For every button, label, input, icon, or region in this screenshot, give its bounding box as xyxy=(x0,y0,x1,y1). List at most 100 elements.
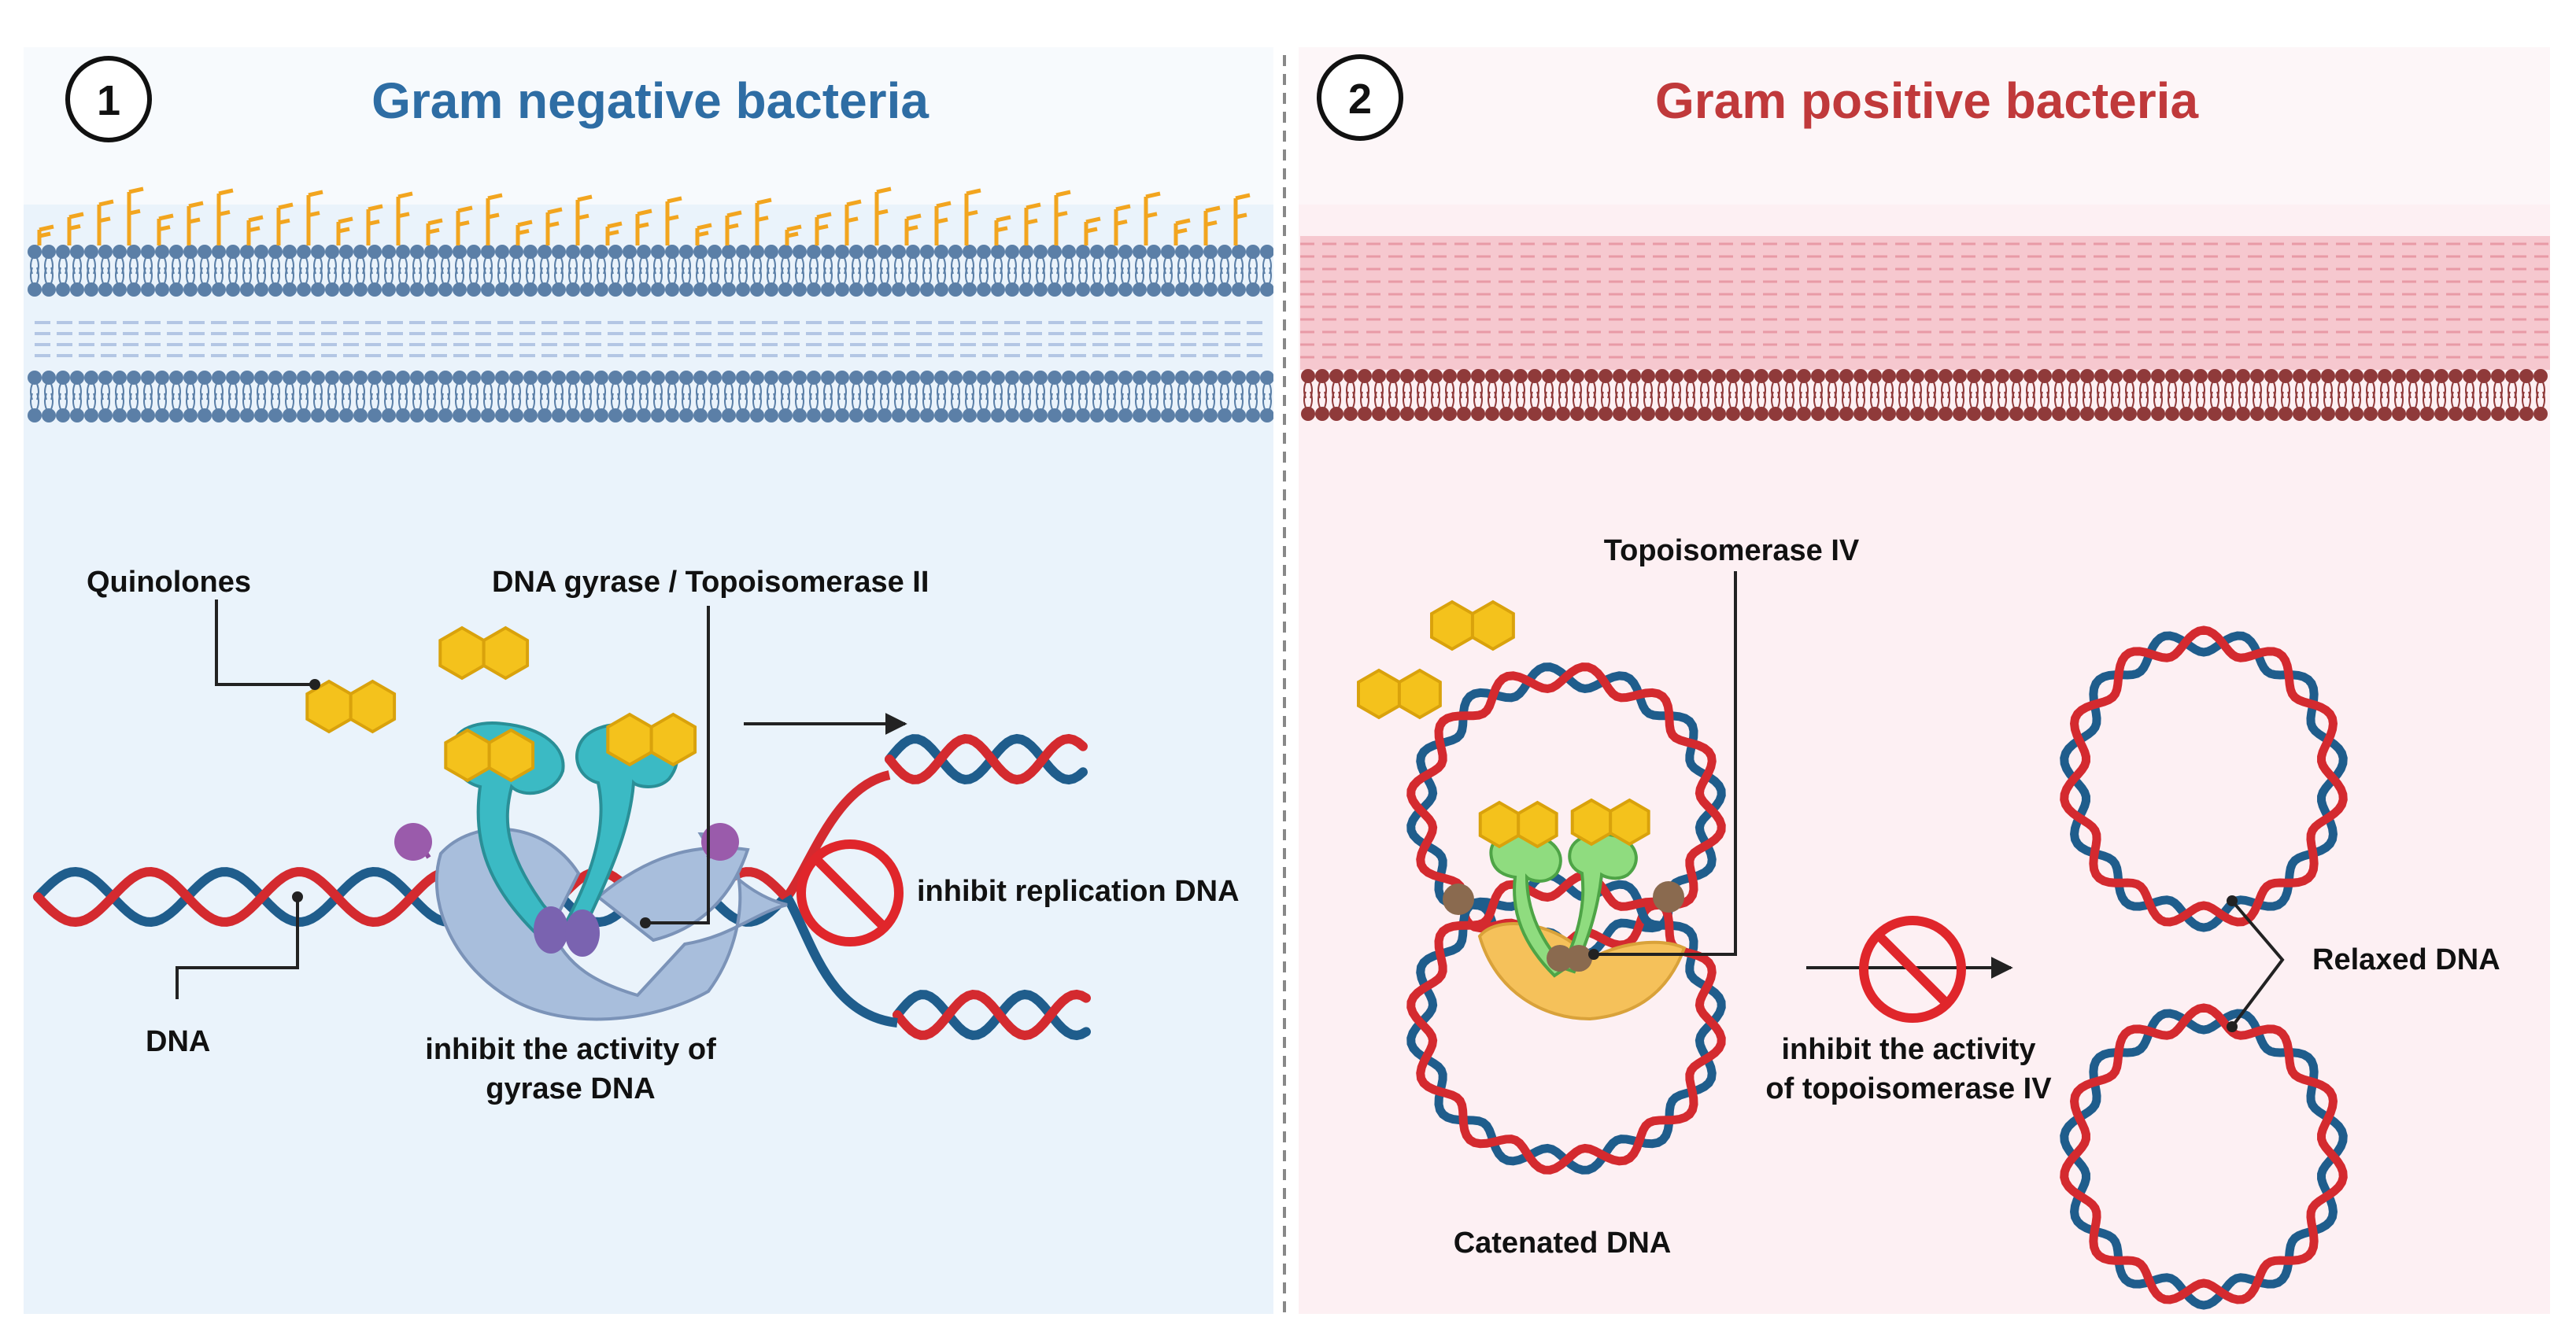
outer-membrane-lipid-tail xyxy=(398,267,408,284)
cytoplasmic-membrane-lipid-tail xyxy=(1700,391,1709,408)
cytoplasmic-membrane-lipid-tail xyxy=(1927,382,1936,399)
cytoplasmic-membrane-lipid-head xyxy=(2463,369,2477,383)
cytoplasmic-membrane-lipid-head xyxy=(2222,407,2236,421)
inner-membrane-lipid-tail xyxy=(483,383,493,400)
outer-membrane-lipid-head xyxy=(396,282,410,297)
cytoplasmic-membrane-lipid-tail xyxy=(1955,391,1964,408)
cytoplasmic-membrane-lipid-head xyxy=(1598,407,1613,421)
outer-membrane-lipid-tail xyxy=(795,267,804,284)
outer-membrane-lipid-head xyxy=(1090,282,1104,297)
inner-membrane-lipid-tail xyxy=(1192,383,1201,400)
outer-membrane-lipid-head xyxy=(906,282,920,297)
outer-membrane-lipid-tail xyxy=(568,267,578,284)
cytoplasmic-membrane-lipid-tail xyxy=(2465,391,2474,408)
dna-gyrase-enzyme xyxy=(394,721,788,1021)
inner-membrane-lipid-tail xyxy=(852,393,861,410)
cytoplasmic-membrane-lipid-head xyxy=(2094,369,2108,383)
outer-membrane-lipid-head xyxy=(297,245,311,259)
catenated-ring-bottom-red-strand xyxy=(1406,871,1726,1175)
inner-membrane-lipid-head xyxy=(920,408,934,422)
cytoplasmic-membrane-lipid-head xyxy=(2066,369,2080,383)
cytoplasmic-membrane-lipid-head xyxy=(1768,407,1783,421)
cytoplasmic-membrane-lipid-head xyxy=(1598,369,1613,383)
inner-membrane-lipid-tail xyxy=(568,393,578,410)
inner-membrane-lipid-tail xyxy=(1262,383,1272,400)
outer-membrane-lipid-head xyxy=(892,282,906,297)
inner-membrane-lipid-head xyxy=(42,371,56,385)
cytoplasmic-membrane-lipid-tail xyxy=(1842,382,1851,399)
inner-membrane-lipid-tail xyxy=(597,383,606,400)
inner-membrane-lipid-head xyxy=(892,371,906,385)
outer-membrane-lipid-tail xyxy=(72,267,82,284)
cytoplasmic-membrane-lipid-head xyxy=(2349,407,2363,421)
cytoplasmic-membrane-lipid-head xyxy=(2406,407,2420,421)
inner-membrane-lipid-head xyxy=(750,371,764,385)
outer-membrane-lipid-tail xyxy=(186,257,195,275)
inner-membrane-lipid-tail xyxy=(922,393,932,410)
cytoplasmic-membrane-lipid-head xyxy=(1712,407,1726,421)
inner-membrane-lipid-tail xyxy=(1206,393,1215,410)
cytoplasmic-membrane-lipid-head xyxy=(2519,407,2533,421)
cytoplasmic-membrane-lipid-head xyxy=(2236,407,2250,421)
cytoplasmic-membrane-lipid-tail xyxy=(2380,382,2389,399)
cytoplasmic-membrane-lipid-head xyxy=(2052,407,2066,421)
outer-membrane-lipid-tail xyxy=(568,257,578,275)
cytoplasmic-membrane-lipid-tail xyxy=(2083,391,2092,408)
outer-membrane-lipid-tail xyxy=(1121,267,1130,284)
cytoplasmic-membrane-lipid-head xyxy=(1754,407,1768,421)
outer-membrane-lipid-head xyxy=(1104,282,1118,297)
outer-membrane-lipid-head xyxy=(1147,282,1161,297)
inner-membrane-lipid-head xyxy=(679,408,693,422)
cytoplasmic-membrane-lipid-tail xyxy=(2408,391,2418,408)
outer-membrane-lipid-head xyxy=(906,245,920,259)
outer-membrane-lipid-head xyxy=(878,245,892,259)
outer-membrane-lipid-tail xyxy=(696,267,705,284)
inner-membrane-lipid-head xyxy=(948,408,963,422)
inner-membrane-lipid-head xyxy=(42,408,56,422)
outer-membrane-lipid-head xyxy=(311,245,325,259)
inner-membrane-lipid-head xyxy=(141,371,155,385)
cytoplasmic-membrane-lipid-head xyxy=(1655,407,1669,421)
outer-membrane-lipid-head xyxy=(1218,282,1232,297)
cytoplasmic-membrane-lipid-head xyxy=(1400,369,1414,383)
inner-membrane-lipid-head xyxy=(495,408,509,422)
inner-membrane-lipid-tail xyxy=(87,393,96,410)
inner-membrane-lipid-head xyxy=(580,408,594,422)
quinolone-hexagon-icon xyxy=(487,728,535,783)
outer-membrane-lipid-head xyxy=(1133,282,1147,297)
cytoplasmic-membrane-lipid-tail xyxy=(1601,391,1610,408)
inner-membrane-lipid-tail xyxy=(200,393,209,410)
inner-membrane-lipid-head xyxy=(835,371,849,385)
relaxed-ring-bottom-red-strand xyxy=(2060,1003,2348,1304)
cytoplasmic-membrane-lipid-tail xyxy=(1615,382,1624,399)
cytoplasmic-membrane-lipid-tail xyxy=(2437,382,2446,399)
outer-membrane-lipid-tail xyxy=(1206,257,1215,275)
lps-chain xyxy=(934,201,952,245)
cytoplasmic-membrane-lipid-head xyxy=(1938,369,1953,383)
inner-membrane-lipid-head xyxy=(368,371,382,385)
outer-membrane-lipid-head xyxy=(240,245,254,259)
inner-membrane-lipid-tail xyxy=(101,383,110,400)
inner-membrane-lipid-tail xyxy=(115,393,124,410)
cytoplasmic-membrane-lipid-tail xyxy=(2281,382,2290,399)
inner-membrane-lipid-head xyxy=(283,371,297,385)
inner-membrane-lipid-head xyxy=(438,408,453,422)
outer-membrane-lipid-head xyxy=(1104,245,1118,259)
cytoplasmic-membrane-lipid-tail xyxy=(2366,382,2375,399)
cytoplasmic-membrane-lipid-head xyxy=(1655,369,1669,383)
outer-membrane-lipid-head xyxy=(325,282,339,297)
outer-membrane-lipid-head xyxy=(56,245,70,259)
cytoplasmic-membrane-lipid-head xyxy=(1513,407,1528,421)
outer-membrane-lipid-head xyxy=(1147,245,1161,259)
inner-membrane-lipid-tail xyxy=(781,383,790,400)
outer-membrane-lipid-tail xyxy=(554,267,564,284)
outer-membrane-lipid-tail xyxy=(72,257,82,275)
cytoplasmic-membrane-lipid-tail xyxy=(2323,391,2333,408)
outer-membrane-lipid-head xyxy=(920,282,934,297)
cytoplasmic-membrane-lipid-tail xyxy=(1459,391,1469,408)
cytoplasmic-membrane-lipid-head xyxy=(1797,369,1811,383)
cytoplasmic-membrane-lipid-tail xyxy=(2352,391,2361,408)
gyrase-right-wing xyxy=(595,846,750,943)
outer-membrane-lipid-tail xyxy=(101,267,110,284)
outer-membrane-lipid-tail xyxy=(979,267,989,284)
